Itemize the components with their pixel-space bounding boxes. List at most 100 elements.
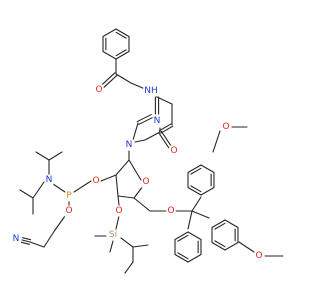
si-methyl-b-bond bbox=[109, 240, 114, 253]
atom-label-background bbox=[124, 139, 134, 151]
atom-label-background bbox=[221, 121, 231, 133]
ribose-c3-o-bond bbox=[117, 195, 120, 206]
benzoyl-ring-double-bond bbox=[115, 31, 127, 39]
cytosine-carbonyl-double-bond bbox=[158, 132, 170, 149]
phenyl-ring-bond bbox=[187, 231, 202, 241]
cytosine-n1-c6-bond bbox=[132, 122, 139, 141]
nitrile-nitrogen-label: N bbox=[13, 234, 20, 244]
isopropyl-1-methyl-a bbox=[35, 151, 50, 161]
o-si-bond bbox=[115, 215, 120, 230]
ribose-c4-c5-bond bbox=[133, 197, 151, 212]
methoxyphenyl-right-ring-bond bbox=[211, 241, 226, 251]
pyrimidine-n3-label: N bbox=[154, 116, 161, 126]
atom-label-background bbox=[141, 176, 151, 188]
bond-layer bbox=[19, 28, 284, 274]
atom-label-background bbox=[44, 174, 54, 186]
methoxyphenyl-right-ring-bond bbox=[224, 219, 239, 229]
benzoyl-ring-bond bbox=[102, 50, 117, 60]
phenyl-ring-bond bbox=[174, 253, 189, 263]
benzoyl-ring-double-bond bbox=[115, 49, 127, 57]
benzoyl-ring-bond bbox=[115, 50, 130, 60]
atom-label-background bbox=[91, 175, 101, 187]
benzoyl-ring-bond bbox=[115, 28, 130, 38]
isopropyl-2-methyl-a bbox=[19, 189, 34, 199]
tbutyl-methyl-b bbox=[132, 244, 149, 248]
atom-label-background bbox=[65, 190, 74, 202]
atom-label-background bbox=[166, 205, 176, 217]
cytosine-c6-c5-double-bond bbox=[158, 123, 172, 132]
cytosine-c4-c5-bond bbox=[156, 96, 173, 105]
tbutyl-methyl-c bbox=[124, 261, 134, 274]
cytosine-n1-c2-bond bbox=[134, 139, 146, 143]
silicon-label: Si bbox=[109, 230, 117, 240]
methoxyphenyl-right-ring-double-bond bbox=[214, 222, 226, 230]
isopropyl-1-methyl-b bbox=[48, 151, 63, 161]
amide-nh-bond bbox=[130, 82, 146, 90]
ribose-c4-o4-bond bbox=[133, 185, 144, 199]
amide-carbonyl-double-bond bbox=[103, 74, 118, 88]
nitrile-triple-bond bbox=[20, 241, 30, 245]
trityl-to-ring-a-bond bbox=[191, 196, 202, 212]
nitrile-triple-bond bbox=[21, 239, 31, 243]
ring-oxygen-label: O bbox=[142, 177, 149, 187]
trityl-to-ring-c-bond bbox=[187, 210, 193, 230]
amide-c-n-bond bbox=[115, 73, 132, 84]
ribose-c3-c4-bond bbox=[117, 195, 135, 199]
cyanoethyl-c-c-bond bbox=[43, 229, 56, 248]
methoxyphenyl-top-ring-double-bond bbox=[190, 185, 202, 193]
o-p-bond bbox=[73, 180, 92, 193]
atom-label-background bbox=[114, 205, 124, 217]
methoxy-oxygen-right-label: O bbox=[255, 251, 262, 261]
amide-carbonyl-double-bond bbox=[101, 72, 116, 86]
atom-label-background bbox=[94, 84, 104, 96]
atom-label-background bbox=[152, 115, 162, 127]
silyl-oxygen-label: O bbox=[115, 206, 122, 216]
phenyl-ring-bond bbox=[187, 253, 202, 263]
amide-oxygen-label: O bbox=[95, 85, 102, 95]
cyanoethyl-o-c-bond bbox=[54, 215, 66, 231]
ribose-c2-c3-bond bbox=[115, 174, 119, 197]
methoxyphenyl-right-ring-bond bbox=[211, 219, 226, 229]
methoxy-top-bond bbox=[212, 130, 221, 153]
phenyl-ring-bond bbox=[174, 231, 189, 241]
methoxyphenyl-top-ring-bond bbox=[200, 164, 215, 174]
ribose-c2-o-bond bbox=[100, 174, 117, 182]
atom-label-background bbox=[107, 229, 119, 241]
phosphorus-label: P bbox=[66, 191, 72, 201]
atom-label-background bbox=[64, 205, 74, 217]
atom-label-background bbox=[169, 145, 179, 157]
ribose-c1-o4-bond bbox=[128, 159, 142, 181]
phenyl-ring-double-bond bbox=[177, 234, 189, 242]
methoxy-oxygen-top-label: O bbox=[222, 122, 229, 132]
trityl-ether-oxygen-label: O bbox=[167, 206, 174, 216]
phenyl-ring-double-bond bbox=[177, 252, 189, 260]
carbonyl-oxygen-label: O bbox=[170, 146, 177, 156]
amide-nh-label: NH bbox=[144, 86, 158, 96]
cyanoethyl-c-cn-bond bbox=[29, 241, 45, 248]
chemical-structure-diagram: O NH N N O O O P N O N O Si O O O bbox=[11, 28, 284, 274]
methoxyphenyl-top-ring-bond bbox=[187, 186, 202, 196]
ribose-c1-c2-bond bbox=[115, 159, 130, 176]
atom-label-background bbox=[11, 233, 21, 245]
methoxyphenyl-top-ring-bond bbox=[187, 164, 202, 174]
methoxyphenyl-right-ring-double-bond bbox=[214, 240, 226, 248]
amine-nitrogen-label: N bbox=[46, 175, 53, 185]
cytosine-carbonyl-double-bond bbox=[160, 130, 172, 147]
methoxyphenyl-top-ring-bond bbox=[200, 186, 215, 196]
phosphite-oxygen-label: O bbox=[92, 176, 99, 186]
benzoyl-ring-bond bbox=[102, 28, 117, 38]
isopropyl-2-bond bbox=[32, 181, 45, 199]
cytosine-c2-n1-bond bbox=[144, 131, 161, 141]
pyrimidine-n1-label: N bbox=[126, 140, 133, 150]
si-tbutyl-bond bbox=[120, 237, 134, 248]
cyanoethyl-oxygen-label: O bbox=[65, 206, 72, 216]
methoxyphenyl-top-ring-double-bond bbox=[190, 167, 202, 175]
methoxy-right-bond bbox=[238, 241, 255, 253]
nitrile-triple-bond bbox=[22, 237, 32, 241]
atom-label-background bbox=[254, 250, 264, 262]
p-n-bond bbox=[52, 183, 66, 193]
trityl-to-ring-b-bond bbox=[191, 210, 210, 219]
methoxyphenyl-right-ring-bond bbox=[224, 241, 239, 251]
atom-label-background bbox=[143, 85, 159, 97]
atom-label-layer: O NH N N O O O P N O N O Si O O O bbox=[11, 84, 264, 262]
